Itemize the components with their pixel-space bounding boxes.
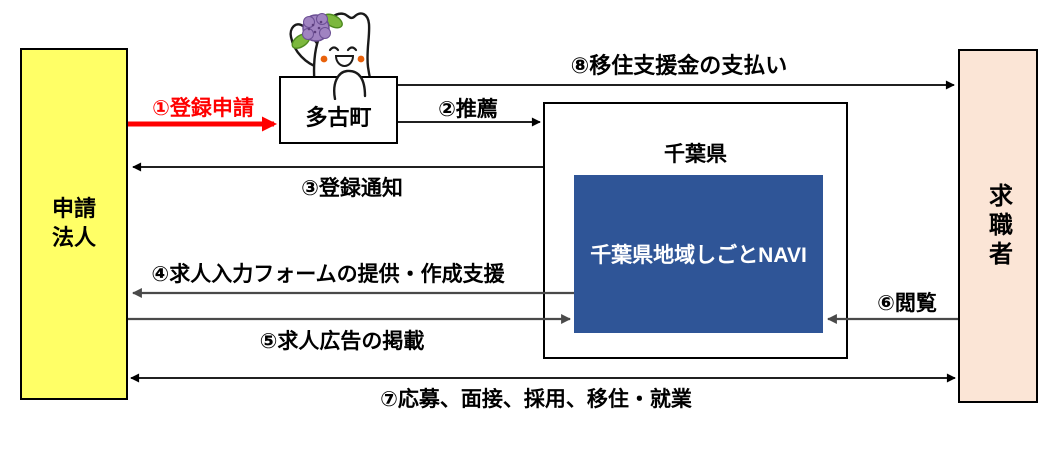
- flow-label-6-browse: ⑥閲覧: [877, 292, 937, 315]
- applicant-label-line2: 法人: [51, 225, 96, 250]
- node-job-seeker: 求職者: [958, 49, 1038, 403]
- hydrangea-flower: [302, 13, 331, 42]
- mascot-paw-icon: [333, 69, 367, 100]
- flow-label-5-job-ad-posting: ⑤求人広告の掲載: [259, 330, 425, 353]
- flow-label-8-support-payment: ⑧移住支援金の支払い: [570, 53, 788, 78]
- job-seeker-label: 求職者: [984, 182, 1012, 270]
- tako-town-label: 多古町: [305, 105, 372, 130]
- applicant-label-line1: 申請: [51, 196, 96, 222]
- node-chiba-shigoto-navi: 千葉県地域しごとNAVI: [574, 175, 823, 333]
- navi-label: 千葉県地域しごとNAVI: [590, 244, 807, 267]
- flow-label-7-apply-interview-hire: ⑦応募、面接、採用、移住・就業: [380, 388, 692, 411]
- flow-label-1-registration-application: ①登録申請: [152, 97, 254, 120]
- node-tako-town: 多古町: [279, 76, 398, 144]
- flow-label-3-registration-notice: ③登録通知: [301, 177, 403, 200]
- flow-label-4-form-support: ④求人入力フォームの提供・作成支援: [151, 263, 505, 286]
- flow-label-2-recommendation: ②推薦: [438, 98, 498, 121]
- node-applicant-corporation: 申請 法人: [20, 48, 128, 400]
- chiba-prefecture-label: 千葉県: [664, 143, 727, 166]
